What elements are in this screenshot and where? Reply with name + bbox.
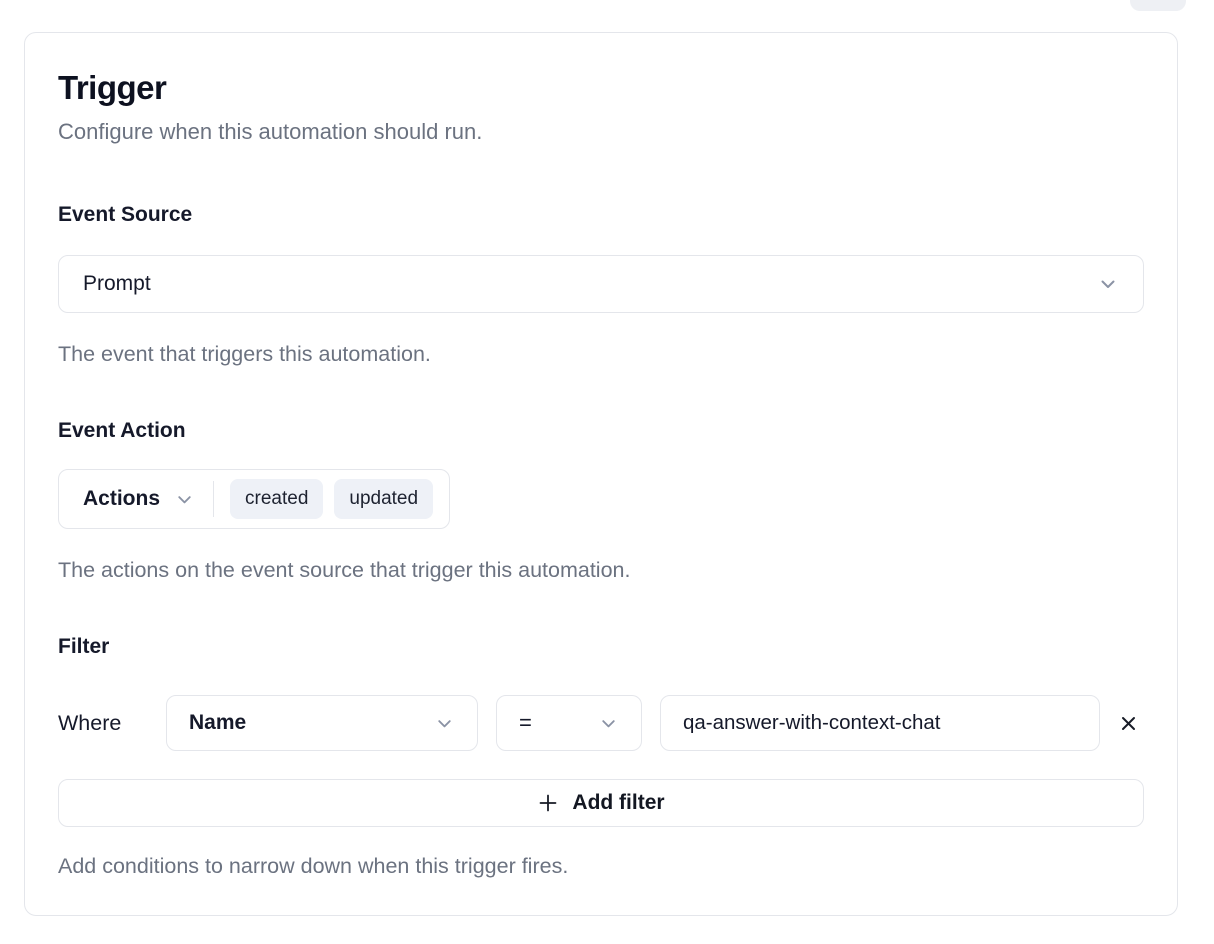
event-action-dropdown[interactable]: Actions xyxy=(83,487,195,511)
chevron-down-icon xyxy=(598,713,619,734)
trigger-card: Trigger Configure when this automation s… xyxy=(24,32,1178,916)
filter-field-select[interactable]: Name xyxy=(166,695,478,751)
page-title: Trigger xyxy=(58,69,167,106)
event-source-help: The event that triggers this automation. xyxy=(58,342,431,366)
filter-label: Filter xyxy=(58,635,110,658)
event-source-select[interactable]: Prompt xyxy=(58,255,1144,313)
chevron-down-icon xyxy=(434,713,455,734)
action-chip-updated[interactable]: updated xyxy=(334,479,434,519)
filter-where-label: Where xyxy=(58,710,122,735)
partial-element-top-right xyxy=(1130,0,1186,11)
filter-operator-select[interactable]: = xyxy=(496,695,642,751)
filter-operator-selected-value: = xyxy=(519,710,532,735)
event-action-control: Actions created updated xyxy=(58,469,451,529)
action-chip-created[interactable]: created xyxy=(230,479,324,519)
add-filter-button[interactable]: Add filter xyxy=(58,779,1144,827)
remove-filter-button[interactable] xyxy=(1106,701,1150,745)
event-action-label: Event Action xyxy=(58,419,186,442)
filter-help: Add conditions to narrow down when this … xyxy=(58,854,569,878)
event-action-dropdown-label: Actions xyxy=(83,487,161,510)
event-source-selected-value: Prompt xyxy=(83,272,151,295)
event-action-help: The actions on the event source that tri… xyxy=(58,558,631,582)
filter-condition-row: Where Name = xyxy=(58,695,1144,751)
filter-field-selected-value: Name xyxy=(189,711,247,734)
page-subtitle: Configure when this automation should ru… xyxy=(58,119,483,144)
chevron-down-icon xyxy=(1097,273,1119,295)
event-source-label: Event Source xyxy=(58,203,193,226)
filter-value-input[interactable] xyxy=(660,695,1100,751)
add-filter-button-label: Add filter xyxy=(572,791,665,814)
vertical-divider xyxy=(213,481,215,517)
plus-icon xyxy=(537,792,559,814)
close-icon xyxy=(1117,712,1140,735)
chevron-down-icon xyxy=(174,489,195,510)
